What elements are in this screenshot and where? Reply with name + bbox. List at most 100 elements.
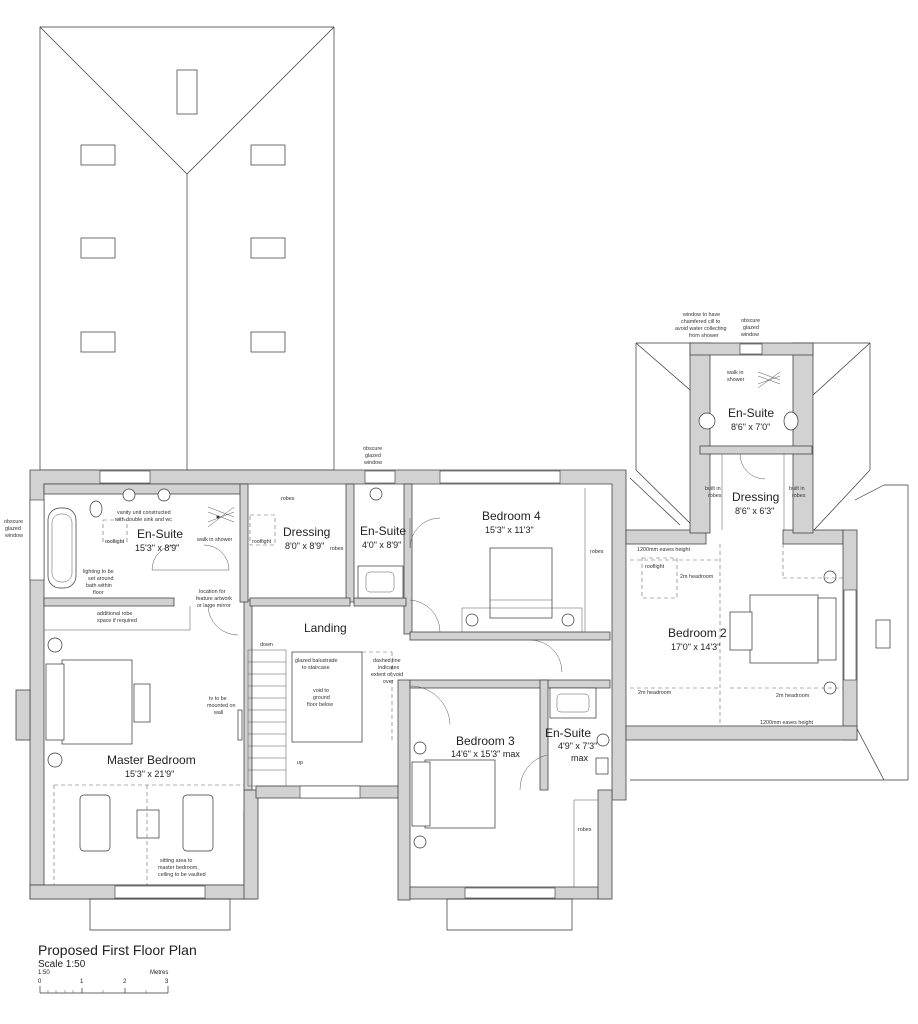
- shower-icon: [757, 371, 781, 389]
- svg-text:wall: wall: [213, 710, 223, 716]
- svg-text:rooflight: rooflight: [105, 539, 125, 545]
- sofa-icon: [79, 794, 111, 852]
- bed-icon: [749, 594, 819, 664]
- ensuite-4-dims: 4'0" x 8'9": [362, 540, 401, 550]
- svg-text:extent of void: extent of void: [371, 672, 403, 678]
- bath-icon: [47, 507, 77, 589]
- doors: [151, 453, 766, 791]
- svg-text:window to have: window to have: [682, 312, 720, 318]
- svg-text:robes: robes: [792, 493, 806, 499]
- scale-tick: 1: [80, 979, 84, 985]
- svg-text:1200mm eaves height: 1200mm eaves height: [637, 547, 691, 553]
- roof-rooflight: [250, 144, 286, 166]
- bedroom-4-dims: 15'3" x 11'3": [485, 525, 534, 535]
- svg-text:additional robe: additional robe: [97, 611, 132, 617]
- scale-tick: 3: [165, 979, 169, 985]
- table-icon: [136, 809, 160, 839]
- svg-text:rooflight: rooflight: [645, 564, 665, 570]
- sink-icon: [122, 488, 136, 502]
- ensuite-3-name: En-Suite: [545, 726, 591, 740]
- svg-text:vanity unit constructed: vanity unit constructed: [117, 510, 171, 516]
- ensuite-2-dims: 8'6" x 7'0": [731, 422, 770, 432]
- svg-text:location for: location for: [199, 589, 226, 595]
- bed-icon: [424, 759, 496, 829]
- roof-rooflight: [80, 237, 116, 259]
- toilet-icon: [596, 733, 610, 747]
- svg-text:avoid water collecting: avoid water collecting: [675, 326, 727, 332]
- toilet-icon: [89, 500, 103, 518]
- svg-text:2m headroom: 2m headroom: [680, 574, 714, 580]
- svg-text:obscure: obscure: [4, 519, 23, 525]
- svg-text:over: over: [383, 679, 394, 685]
- svg-text:feature artwork: feature artwork: [196, 596, 232, 602]
- roof-rooflight: [176, 69, 198, 115]
- svg-text:2m headroom: 2m headroom: [638, 690, 672, 696]
- scale-bar: [39, 986, 169, 994]
- svg-text:ground: ground: [313, 695, 330, 701]
- svg-text:void to: void to: [313, 688, 329, 694]
- svg-text:window: window: [4, 533, 23, 539]
- svg-text:obscure: obscure: [363, 446, 382, 452]
- svg-text:glazed balustrade: glazed balustrade: [295, 658, 338, 664]
- roof-rooflight: [250, 237, 286, 259]
- svg-text:built in: built in: [789, 486, 805, 492]
- svg-text:robes: robes: [330, 546, 344, 552]
- svg-text:up: up: [297, 760, 303, 766]
- sink-icon: [157, 488, 171, 502]
- ensuite-master-dims: 15'3" x 8'9": [135, 543, 179, 553]
- svg-text:lighting to be: lighting to be: [83, 569, 114, 575]
- landing-name: Landing: [304, 621, 347, 635]
- dressing-1-dims: 8'0" x 8'9": [285, 541, 324, 551]
- svg-text:set around: set around: [88, 576, 113, 582]
- svg-text:indicates: indicates: [378, 665, 400, 671]
- svg-text:with double sink and wc: with double sink and wc: [114, 517, 172, 523]
- drawing-title: Proposed First Floor Plan: [38, 942, 197, 958]
- svg-text:dashed line: dashed line: [373, 658, 401, 664]
- annotations: obscure glazed window obscure glazed win…: [4, 312, 814, 878]
- svg-text:floor: floor: [93, 590, 104, 596]
- staircase: [247, 649, 393, 787]
- svg-text:mounted on: mounted on: [207, 703, 235, 709]
- dressing-2-name: Dressing: [732, 490, 779, 504]
- svg-text:ceiling to be vaulted: ceiling to be vaulted: [158, 872, 206, 878]
- sofa-icon: [182, 794, 214, 852]
- svg-text:robes: robes: [578, 827, 592, 833]
- svg-text:rooflight: rooflight: [252, 539, 272, 545]
- svg-text:robes: robes: [281, 496, 295, 502]
- svg-text:glazed: glazed: [743, 325, 759, 331]
- svg-text:built in: built in: [705, 486, 721, 492]
- shower-tray-icon: [357, 565, 404, 599]
- bedroom-3-dims: 14'6" x 15'3" max: [451, 749, 520, 759]
- ensuite-4-name: En-Suite: [360, 524, 406, 538]
- roof-rooflight: [80, 144, 116, 166]
- svg-text:from shower: from shower: [689, 333, 719, 339]
- dressing-1-name: Dressing: [283, 525, 330, 539]
- svg-text:robes: robes: [590, 549, 604, 555]
- svg-text:1200mm eaves height: 1200mm eaves height: [760, 720, 814, 726]
- svg-text:robes: robes: [708, 493, 722, 499]
- svg-text:walk in shower: walk in shower: [196, 537, 233, 543]
- room-labels: En-Suite 15'3" x 8'9" Dressing 8'0" x 8'…: [107, 406, 779, 779]
- scale-tick: 2: [123, 979, 127, 985]
- bedroom-3-name: Bedroom 3: [456, 734, 515, 748]
- svg-text:tv to be: tv to be: [209, 696, 227, 702]
- roof-rooflight: [80, 331, 116, 353]
- scale-bar-ratio: 1:50: [38, 970, 50, 976]
- ensuite-2-name: En-Suite: [728, 406, 774, 420]
- svg-text:obscure: obscure: [741, 318, 760, 324]
- svg-text:sitting area to: sitting area to: [160, 858, 192, 864]
- svg-text:window: window: [363, 460, 382, 466]
- toilet-icon: [369, 487, 383, 501]
- ensuite-3-dims-max: max: [571, 753, 589, 763]
- svg-text:walk in: walk in: [726, 370, 743, 376]
- svg-text:to staircase: to staircase: [302, 665, 330, 671]
- master-dims: 15'3" x 21'9": [125, 769, 174, 779]
- sink-icon: [698, 412, 716, 430]
- scale-bar-units: Metres: [150, 970, 169, 976]
- svg-text:2m headroom: 2m headroom: [776, 693, 810, 699]
- master-name: Master Bedroom: [107, 753, 196, 767]
- windows: [29, 343, 857, 931]
- drawing-scale: Scale 1:50: [38, 959, 86, 970]
- roof-plan: [39, 26, 335, 471]
